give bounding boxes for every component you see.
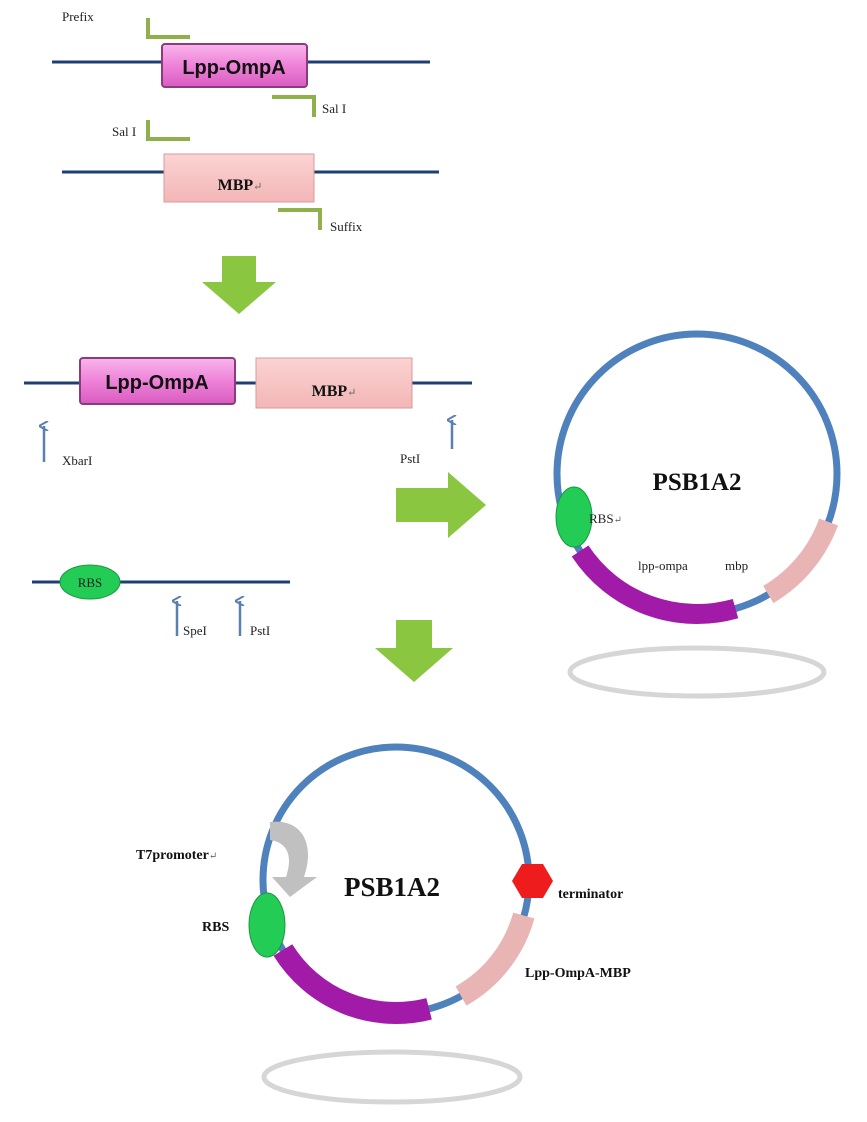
lpp-ompa-segment xyxy=(571,545,739,624)
t7-promoter-arrow xyxy=(270,821,317,897)
t7-promoter-label: T7promoter↵ xyxy=(136,848,217,863)
sal-primer-left xyxy=(146,120,190,141)
down-arrow xyxy=(375,620,453,682)
plasmid-shadow-ring xyxy=(261,1049,523,1105)
rbs-ellipse xyxy=(59,564,121,600)
sal-i-left-label: Sal I xyxy=(112,124,136,139)
psti-label: PstI xyxy=(400,451,420,466)
terminator-hexagon xyxy=(512,864,553,898)
lpp-ompa-segment xyxy=(273,944,432,1024)
mbp-box xyxy=(255,357,413,409)
down-arrow xyxy=(202,256,276,314)
psti-label: PstI xyxy=(250,623,270,638)
rbs-label: RBS↵ xyxy=(589,511,622,526)
rbs-ellipse xyxy=(248,892,286,958)
rbs-label: RBS xyxy=(202,920,229,935)
mbp-label: MBP↵ xyxy=(312,383,357,400)
xbai-label: XbarI xyxy=(62,453,92,468)
rbs-ellipse xyxy=(555,486,593,548)
lpp-ompa-label: Lpp-OmpA xyxy=(182,57,285,79)
mbp-label: MBP↵ xyxy=(218,177,263,194)
terminator-label: terminator xyxy=(558,887,623,902)
prefix-primer xyxy=(146,18,190,39)
plasmid-name: PSB1A2 xyxy=(653,469,742,496)
right-arrow xyxy=(396,472,486,538)
lpp-ompa-box xyxy=(79,357,236,405)
suffix-primer xyxy=(278,208,322,230)
mbp-box xyxy=(163,153,315,203)
plasmid-shadow-ring xyxy=(567,645,827,699)
step1-lpp-fragment: Prefix Lpp-OmpA Sal I xyxy=(52,9,430,117)
plasmid-1: RBS↵ PSB1A2 lpp-ompa mbp xyxy=(553,330,841,699)
lpp-ompa-box xyxy=(161,43,308,88)
lpp-ompa-label: Lpp-OmpA xyxy=(105,372,208,394)
step3-rbs-fragment: RBS SpeI PstI xyxy=(32,564,290,638)
prefix-label: Prefix xyxy=(62,9,94,24)
sal-primer-right xyxy=(272,95,316,117)
sal-i-right-label: Sal I xyxy=(322,101,346,116)
plasmid-2: PSB1A2 T7promoter↵ RBS terminator Lpp-Om… xyxy=(136,743,631,1105)
mbp-segment xyxy=(763,518,838,604)
spei-label: SpeI xyxy=(183,623,207,638)
insert-segment xyxy=(455,912,535,1006)
mbp-label: mbp xyxy=(725,558,748,573)
step1-mbp-fragment: Sal I MBP↵ Suffix xyxy=(62,120,439,234)
step2-fused-fragment: Lpp-OmpA MBP↵ XbarI PstI xyxy=(24,357,472,468)
suffix-label: Suffix xyxy=(330,219,363,234)
lpp-ompa-label: lpp-ompa xyxy=(638,558,688,573)
rbs-label: RBS xyxy=(78,575,103,590)
insert-label: Lpp-OmpA-MBP xyxy=(525,966,631,981)
plasmid-name: PSB1A2 xyxy=(344,872,440,902)
